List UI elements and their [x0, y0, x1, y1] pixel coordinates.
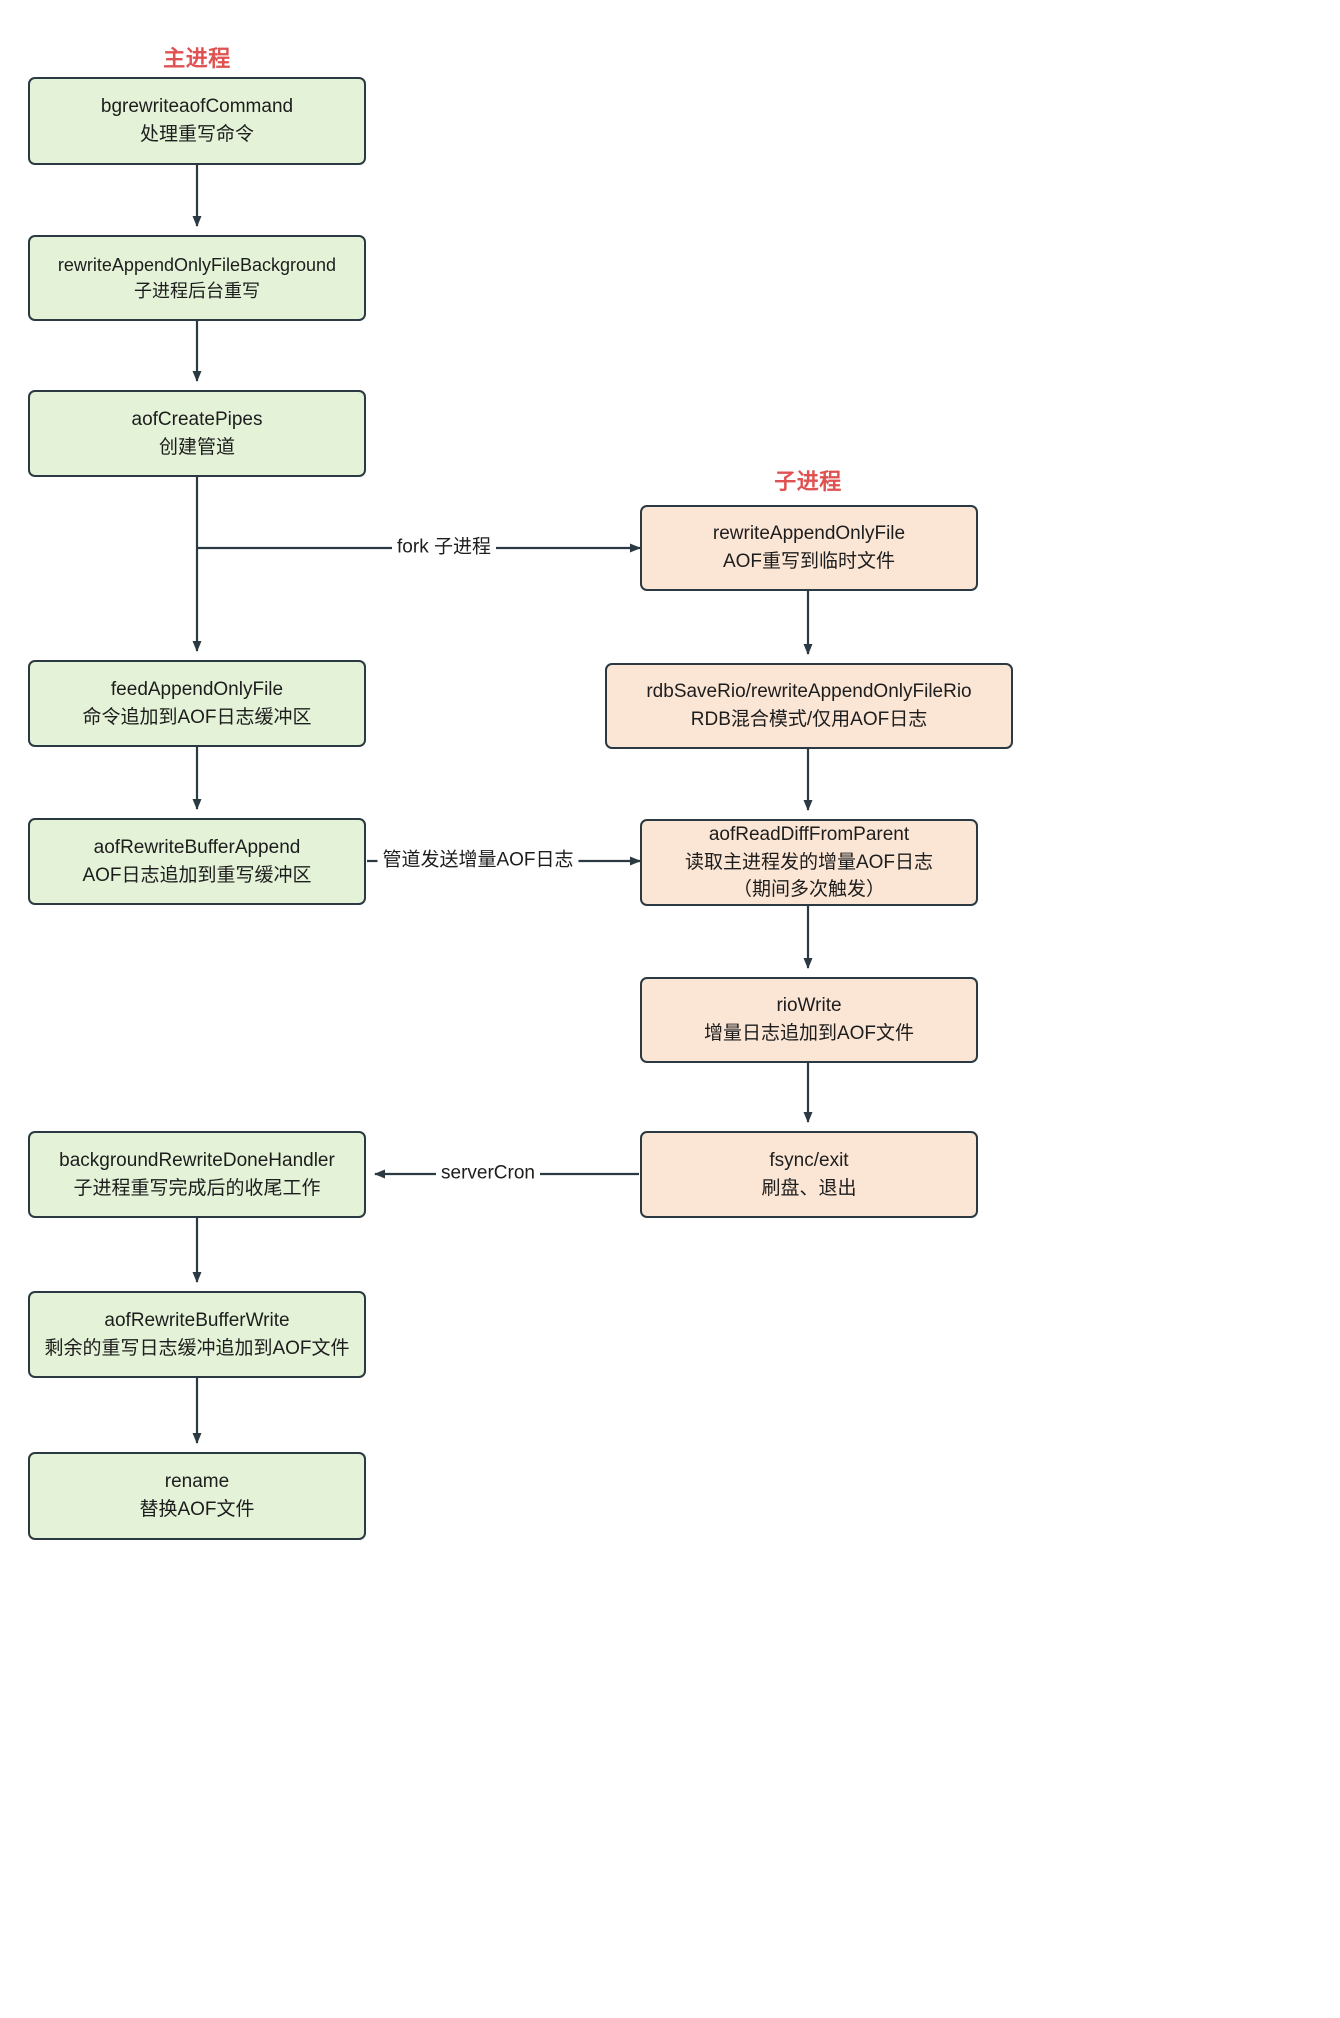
node-line-2: 子进程重写完成后的收尾工作	[73, 1177, 321, 1199]
node-line-2: AOF日志追加到重写缓冲区	[82, 864, 312, 886]
edge-label-servercron: serverCron	[436, 1162, 540, 1186]
node-line-1: rdbSaveRio/rewriteAppendOnlyFileRio	[646, 681, 972, 703]
edge-label-pipe: 管道发送增量AOF日志	[377, 849, 579, 873]
node-bgrewriteaofcommand[interactable]: bgrewriteaofCommand 处理重写命令	[28, 77, 366, 165]
node-line-1: rewriteAppendOnlyFileBackground	[57, 254, 337, 275]
node-line-1: aofRewriteBufferWrite	[104, 1309, 290, 1331]
node-aofrewritebufferwrite[interactable]: aofRewriteBufferWrite 剩余的重写日志缓冲追加到AOF文件	[28, 1291, 366, 1378]
node-line-2: 剩余的重写日志缓冲追加到AOF文件	[44, 1337, 350, 1359]
node-fsync-exit[interactable]: fsync/exit 刷盘、退出	[640, 1131, 978, 1218]
node-aofcreatepipes[interactable]: aofCreatePipes 创建管道	[28, 390, 366, 477]
node-line-2: 创建管道	[158, 436, 235, 458]
node-line-2: RDB混合模式/仅用AOF日志	[690, 709, 928, 730]
node-aofrewritebufferappend[interactable]: aofRewriteBufferAppend AOF日志追加到重写缓冲区	[28, 818, 366, 905]
node-line-1: rename	[164, 1471, 230, 1493]
edge-label-fork: fork 子进程	[392, 536, 496, 560]
node-rename[interactable]: rename 替换AOF文件	[28, 1452, 366, 1540]
lane-title-main-process: 主进程	[163, 46, 231, 71]
node-backgroundrewritedonehandler[interactable]: backgroundRewriteDoneHandler 子进程重写完成后的收尾…	[28, 1131, 366, 1218]
node-line-2: 增量日志追加到AOF文件	[703, 1023, 915, 1044]
node-line-1: fsync/exit	[769, 1149, 849, 1171]
node-line-2: 替换AOF文件	[139, 1499, 255, 1520]
node-line-1: aofReadDiffFromParent	[708, 824, 910, 846]
node-line-2: 命令追加到AOF日志缓冲区	[82, 706, 312, 728]
node-rdbsaverio[interactable]: rdbSaveRio/rewriteAppendOnlyFileRio RDB混…	[605, 663, 1013, 749]
node-line-2: AOF重写到临时文件	[722, 551, 896, 572]
node-line-3: （期间多次触发）	[732, 879, 885, 901]
node-rewriteappendonlyfile[interactable]: rewriteAppendOnlyFile AOF重写到临时文件	[640, 505, 978, 591]
node-aofreaddifffromparent[interactable]: aofReadDiffFromParent 读取主进程发的增量AOF日志 （期间…	[640, 819, 978, 906]
node-line-2: 子进程后台重写	[134, 281, 260, 301]
node-line-1: bgrewriteaofCommand	[100, 96, 294, 118]
node-feedappendonlyfile[interactable]: feedAppendOnlyFile 命令追加到AOF日志缓冲区	[28, 660, 366, 747]
lane-title-child-process: 子进程	[774, 469, 842, 494]
node-line-1: rewriteAppendOnlyFile	[712, 523, 906, 545]
node-line-2: 刷盘、退出	[761, 1177, 857, 1199]
node-line-1: backgroundRewriteDoneHandler	[59, 1149, 335, 1171]
node-line-2: 读取主进程发的增量AOF日志	[684, 851, 934, 873]
node-line-1: rioWrite	[776, 995, 842, 1017]
node-line-1: aofCreatePipes	[131, 408, 263, 430]
node-line-1: aofRewriteBufferAppend	[93, 836, 301, 858]
node-rewriteappendonlyfilebackground[interactable]: rewriteAppendOnlyFileBackground 子进程后台重写	[28, 235, 366, 321]
node-line-1: feedAppendOnlyFile	[110, 678, 284, 700]
node-line-2: 处理重写命令	[139, 124, 254, 145]
node-riowrite[interactable]: rioWrite 增量日志追加到AOF文件	[640, 977, 978, 1063]
